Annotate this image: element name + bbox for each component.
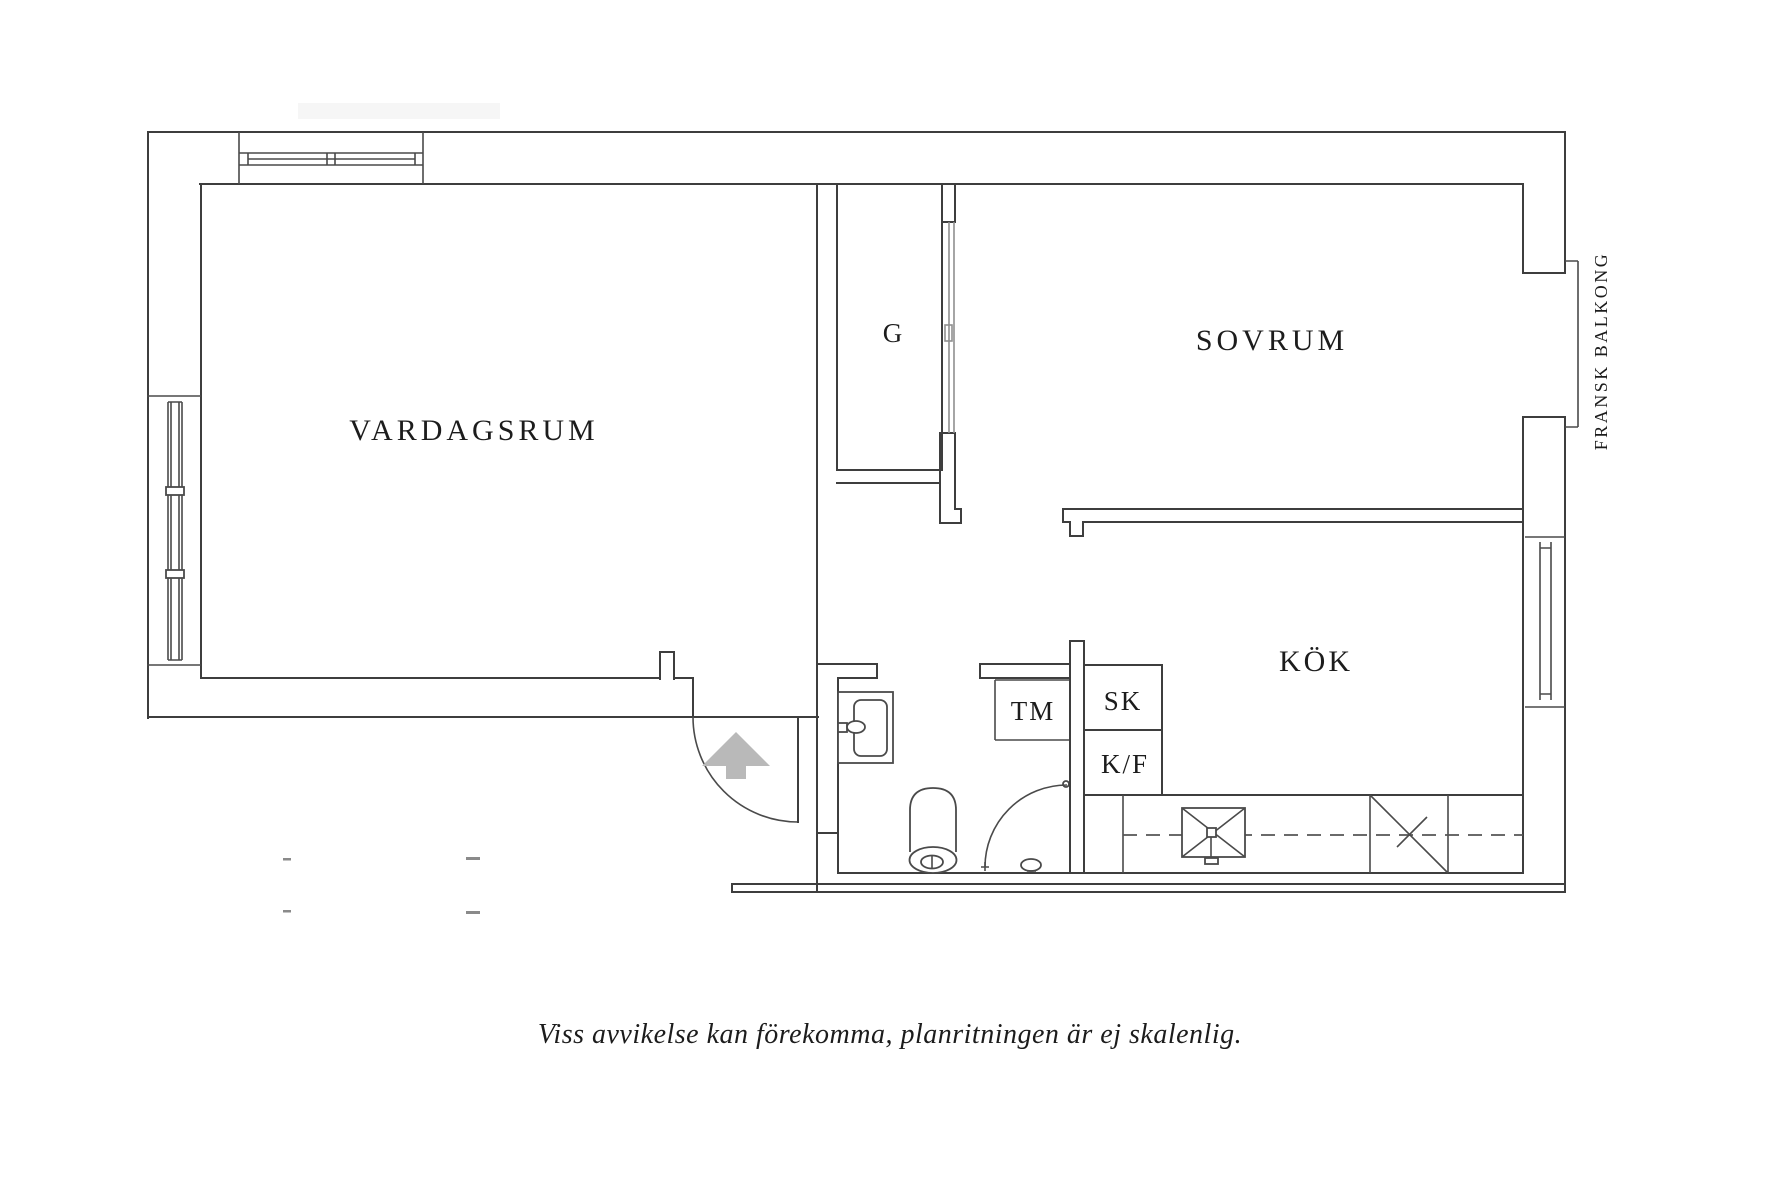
inner-walls (199, 183, 1524, 893)
entry-door-arc (692, 716, 799, 823)
disclaimer-text: Viss avvikelse kan förekomma, planritnin… (538, 1019, 1242, 1050)
faint-tick-marks (283, 857, 480, 914)
toilet (908, 787, 958, 874)
room-label-garderob: G (883, 318, 904, 348)
sovrum-wall (1062, 508, 1524, 537)
stove-symbol (1369, 794, 1449, 874)
kitchen-sink (1181, 807, 1246, 865)
washing-machine (994, 679, 1070, 741)
faint-shadow-bar (298, 103, 500, 119)
shower-door-arc (981, 780, 1070, 871)
tall-cabinets (1083, 664, 1163, 796)
fixture-label-sk: SK (1104, 686, 1143, 716)
balcony-label: FRANSK BALKONG (1591, 252, 1611, 451)
left-window (147, 395, 201, 666)
french-balcony (1522, 183, 1579, 874)
bathroom-walls (817, 663, 1524, 874)
bathroom-sink (837, 691, 894, 764)
room-label-vardagsrum: VARDAGSRUM (349, 414, 599, 447)
room-label-kok: KÖK (1279, 645, 1353, 678)
kitchen-window (1525, 536, 1565, 708)
entrance-arrow-icon (702, 732, 770, 779)
closet-g-walls (836, 183, 962, 524)
fixture-label-tm: TM (1011, 696, 1056, 726)
floor-drain (1020, 858, 1042, 872)
fixture-label-kf: K/F (1101, 749, 1149, 779)
kitchen-counter (1083, 794, 1524, 874)
room-label-sovrum: SOVRUM (1196, 324, 1348, 357)
sliding-door-handle (944, 324, 953, 342)
outer-walls (147, 131, 1566, 893)
top-window (238, 132, 424, 184)
sliding-door (944, 222, 955, 433)
kitchen-walls (1069, 640, 1085, 874)
entrance (692, 716, 799, 823)
